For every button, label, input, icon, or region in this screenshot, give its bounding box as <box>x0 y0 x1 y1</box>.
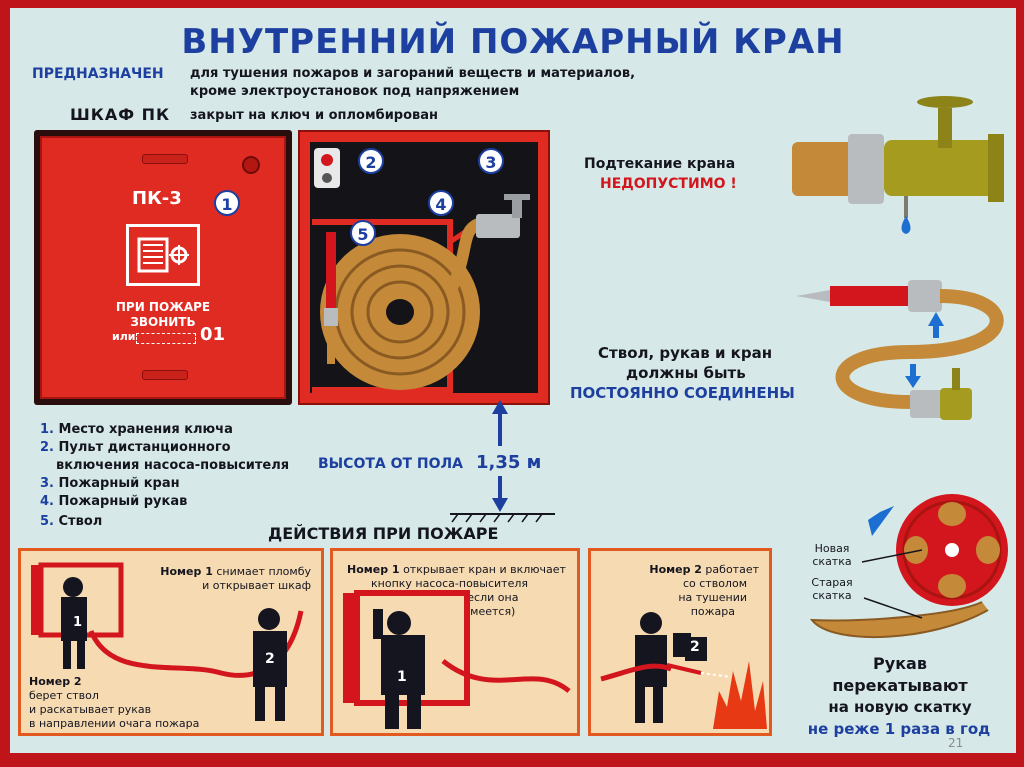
legend-item: 2. Пульт дистанционного <box>40 440 231 455</box>
action-panel-1: Номер 1 снимает пломбу и открывает шкаф … <box>18 548 324 736</box>
legend-item: включения насоса-повысителя <box>56 458 290 473</box>
hose-reel-sign-icon <box>126 224 200 286</box>
panel2-top-line2: кнопку насоса-повысителя <box>371 577 528 590</box>
panel2-fig1-number: 1 <box>397 669 407 685</box>
phone-placeholder <box>136 333 196 344</box>
connected-line2: должны быть <box>626 364 746 382</box>
connected-line1: Ствол, рукав и кран <box>598 344 773 362</box>
panel3-top-line4: пожара <box>690 605 735 618</box>
reel-line1: Рукав <box>873 654 927 673</box>
badge-2: 2 <box>358 148 384 174</box>
poster-title: ВНУТРЕННИЙ ПОЖАРНЫЙ КРАН <box>181 22 845 62</box>
height-label: ВЫСОТА ОТ ПОЛА <box>318 456 464 472</box>
panel1-bottom-line1: Номер 2 <box>29 675 82 688</box>
door-code: ПК-3 <box>132 188 182 209</box>
cabinet-text: закрыт на ключ и опломбирован <box>190 108 439 123</box>
reel-line3: на новую скатку <box>828 698 972 716</box>
cabinet-open <box>298 130 550 405</box>
panel2-top-line4: имеется) <box>463 605 516 618</box>
panel3-top-line3: на тушении <box>678 591 747 604</box>
actions-title: ДЕЙСТВИЯ ПРИ ПОЖАРЕ <box>268 524 499 543</box>
cabinet-label: ШКАФ ПК <box>70 105 171 124</box>
panel1-top-line2: и открывает шкаф <box>202 579 311 592</box>
page-number: 21 <box>948 736 964 750</box>
panel3-fig2-badge <box>685 637 707 661</box>
legend-item: 1. Место хранения ключа <box>40 422 233 437</box>
valve-leak-icon <box>792 96 1004 234</box>
legend-item: 4. Пожарный рукав <box>40 494 188 509</box>
reel-line2: перекатывают <box>832 676 968 695</box>
door-line1: ПРИ ПОЖАРЕ <box>115 300 211 314</box>
reel-new-label: Новая скатка <box>812 542 852 568</box>
door-phone: 01 <box>200 324 226 345</box>
panel2-figures <box>343 590 571 729</box>
panel1-bottom-line3: и раскатывает рукав <box>29 703 152 716</box>
panel1-bottom-line4: в направлении очага пожара <box>29 717 200 730</box>
poster: ВНУТРЕННИЙ ПОЖАРНЫЙ КРАН ПРЕДНАЗНАЧЕН дл… <box>10 8 1016 753</box>
leak-line2: НЕДОПУСТИМО ! <box>600 176 737 192</box>
panel3-figures <box>600 612 767 729</box>
door-line3-prefix: или <box>112 330 136 343</box>
badge-1: 1 <box>214 190 240 216</box>
leak-line1: Подтекание крана <box>584 156 736 172</box>
legend-item: 3. Пожарный кран <box>40 476 180 491</box>
panel3-top-line1: Номер 2 работает <box>649 563 759 576</box>
panel1-figures <box>31 562 304 721</box>
purpose-line1: для тушения пожаров и загораний веществ … <box>190 66 636 81</box>
legend-item: 5. Ствол <box>40 514 103 529</box>
height-arrow-icon <box>450 400 555 523</box>
reel-old-label: Старая скатка <box>811 576 853 602</box>
action-panel-3: Номер 2 работает со стволом на тушении п… <box>588 548 772 736</box>
panel1-top-line1: Номер 1 снимает пломбу <box>160 565 311 578</box>
badge-4: 4 <box>428 190 454 216</box>
cabinet-door: ПК-3 ПРИ ПОЖАРЕ ЗВОНИТЬ или 01 <box>34 130 292 405</box>
panel3-fig2-number: 2 <box>690 639 700 655</box>
badge-5: 5 <box>350 220 376 246</box>
door-line2: ЗВОНИТЬ <box>130 315 196 329</box>
panel3-top-line2: со стволом <box>682 577 747 590</box>
panel1-bottom-line2: берет ствол <box>29 689 99 702</box>
hose-assembly-icon <box>796 280 1004 420</box>
panel2-top-line3: (если она <box>463 591 519 604</box>
panel1-fig2-number: 2 <box>265 651 275 667</box>
badge-3: 3 <box>478 148 504 174</box>
purpose-line2: кроме электроустановок под напряжением <box>190 84 520 99</box>
purpose-label: ПРЕДНАЗНАЧЕН <box>32 66 164 82</box>
action-panel-2: Номер 1 открывает кран и включает кнопку… <box>330 548 580 736</box>
key-lock-icon <box>242 156 260 174</box>
height-value: 1,35 м <box>476 452 542 473</box>
connected-line3: ПОСТОЯННО СОЕДИНЕНЫ <box>570 384 795 402</box>
panel2-top-line1: Номер 1 открывает кран и включает <box>347 563 566 576</box>
reel-line4: не реже 1 раза в год <box>807 720 991 738</box>
hose-reel-icon <box>809 494 1008 639</box>
panel1-fig1-number: 1 <box>73 615 83 630</box>
